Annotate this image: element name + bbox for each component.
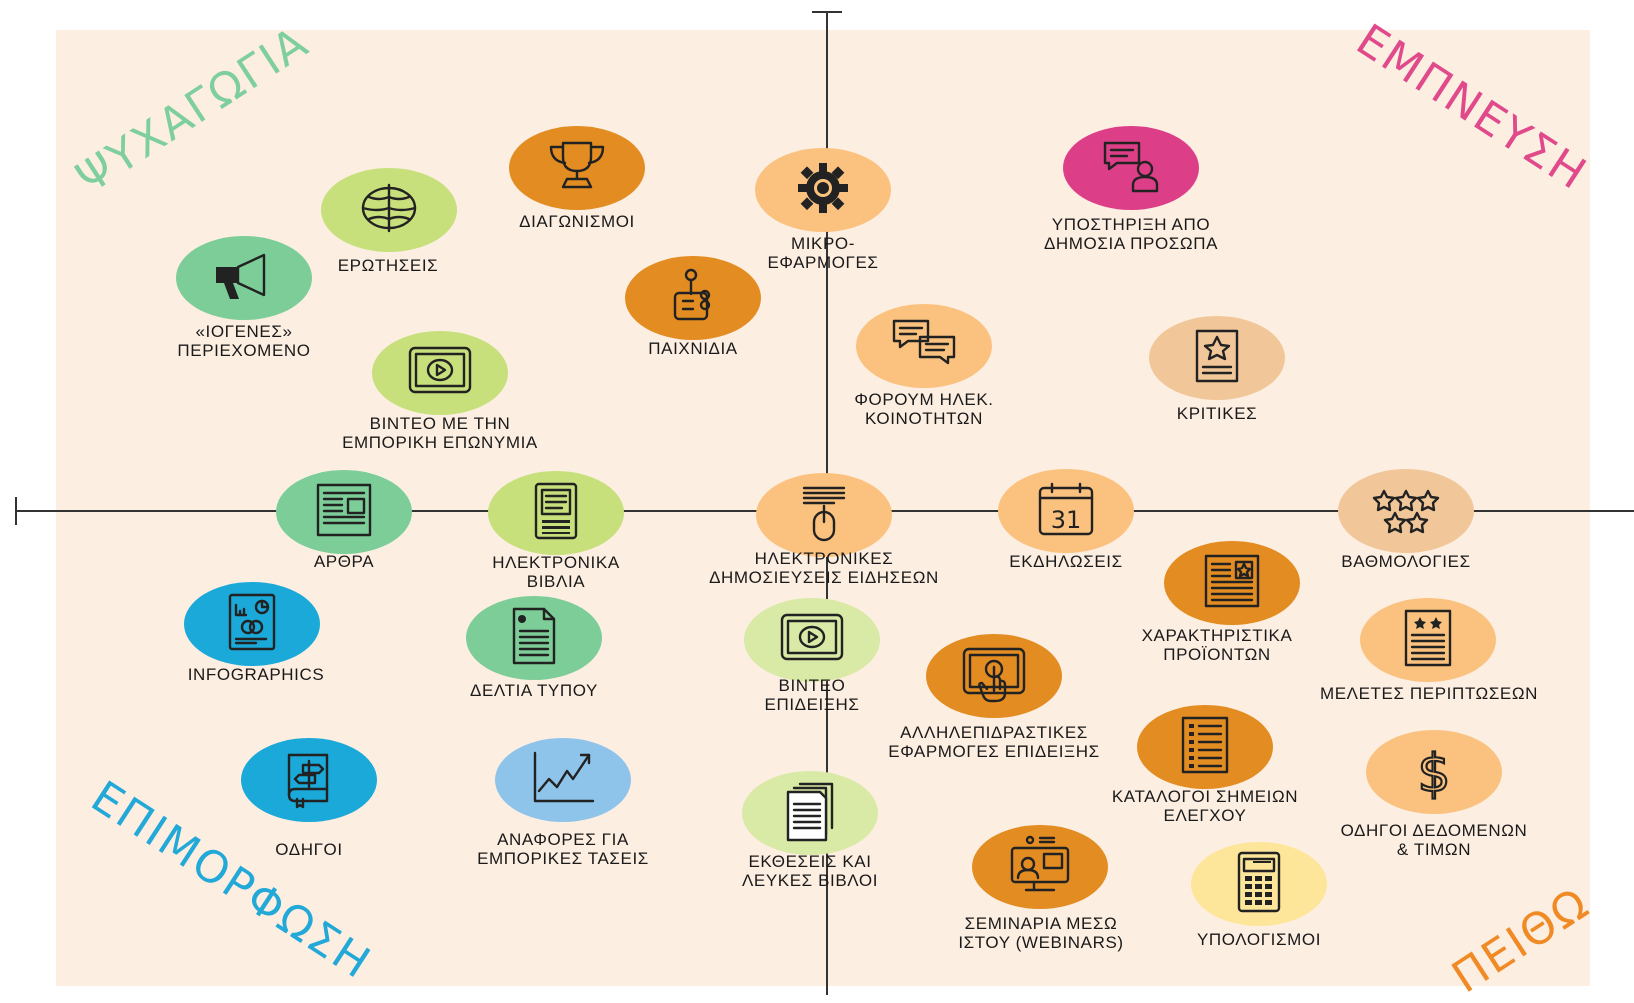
item-circle-xaraktiristika	[1164, 541, 1300, 625]
svg-text:31: 31	[1051, 506, 1082, 534]
item-label-iogenes: «ΙΟΓΕΝΕΣ» ΠΕΡΙΕΧΟΜΕΝΟ	[177, 322, 311, 360]
item-circle-paixnidia	[625, 256, 761, 340]
documents-icon	[770, 780, 850, 847]
item-label-interactive: ΑΛΛΗΛΕΠΙΔΡΑΣΤΙΚΕΣ ΕΦΑΡΜΟΓΕΣ ΕΠΙΔΕΙΞΗΣ	[888, 723, 1100, 761]
item-circle-forum	[856, 304, 992, 388]
item-circle-ebooks	[488, 471, 624, 555]
joystick-icon	[653, 265, 733, 332]
item-circle-ypologismoi	[1191, 842, 1327, 926]
item-label-odigoi: ΟΔΗΓΟΙ	[275, 840, 343, 859]
item-label-meletes: ΜΕΛΕΤΕΣ ΠΕΡΙΠΤΩΣΕΩΝ	[1319, 684, 1539, 703]
item-circle-ektheseis	[742, 771, 878, 855]
item-circle-anafores	[495, 738, 631, 822]
item-label-arthra: ΑΡΘΡΑ	[313, 552, 375, 571]
item-label-webinars: ΣΕΜΙΝΑΡΙΑ ΜΕΣΩ ΙΣΤΟΥ (WEBINARS)	[958, 914, 1124, 952]
case-study-icon	[1388, 607, 1468, 674]
item-label-infographics: INFOGRAPHICS	[187, 665, 325, 684]
item-label-erotiseis: ΕΡΩΤΗΣΕΙΣ	[337, 256, 439, 275]
horizontal-axis-cap	[15, 497, 17, 525]
item-circle-infographics	[184, 582, 320, 666]
item-label-video_brand: ΒΙΝΤΕΟ ΜΕ ΤΗΝ ΕΜΠΟΡΙΚΗ ΕΠΩΝΥΜΙΑ	[342, 414, 538, 452]
item-label-ebooks: ΗΛΕΚΤΡΟΝΙΚΑ ΒΙΒΛΙΑ	[492, 553, 620, 591]
item-circle-kritikes	[1149, 316, 1285, 400]
trend-chart-icon	[523, 747, 603, 814]
item-circle-deltia	[466, 596, 602, 680]
calendar-icon: 31	[1026, 478, 1106, 545]
item-label-ekdiloseis: ΕΚΔΗΛΩΣΕΙΣ	[1009, 552, 1123, 571]
item-circle-odigoi	[241, 738, 377, 822]
speech-person-icon	[1091, 135, 1171, 202]
item-circle-vathmologies	[1338, 469, 1474, 553]
product-sheet-icon	[1192, 550, 1272, 617]
item-circle-arthra	[276, 470, 412, 554]
item-circle-video_demo	[744, 598, 880, 682]
item-label-katalogoi: ΚΑΤΑΛΟΓΟΙ ΣΗΜΕΙΩΝ ΕΛΕΓΧΟΥ	[1111, 787, 1299, 825]
item-circle-meletes	[1360, 598, 1496, 682]
item-circle-erotiseis	[321, 168, 457, 252]
item-circle-odigoi_timon: $	[1366, 730, 1502, 814]
stars-icon	[1366, 478, 1446, 545]
checklist-icon	[1165, 714, 1245, 781]
newspaper-icon	[304, 479, 384, 546]
ereader-icon	[516, 480, 596, 547]
item-label-vathmologies: ΒΑΘΜΟΛΟΓΙΕΣ	[1341, 552, 1471, 571]
video-screen-icon	[772, 607, 852, 674]
item-circle-diagonismoi	[509, 126, 645, 210]
press-release-icon	[494, 605, 574, 672]
gear-icon	[783, 157, 863, 224]
item-circle-webinars	[972, 825, 1108, 909]
item-label-ypostirixi: ΥΠΟΣΤΗΡΙΞΗ ΑΠΟ ΔΗΜΟΣΙΑ ΠΡΟΣΩΠΑ	[1043, 215, 1219, 253]
megaphone-icon	[204, 245, 284, 312]
item-circle-video_brand	[372, 331, 508, 415]
item-label-anafores: ΑΝΑΦΟΡΕΣ ΓΙΑ ΕΜΠΟΡΙΚΕΣ ΤΑΣΕΙΣ	[477, 830, 649, 868]
trophy-icon	[537, 135, 617, 202]
video-screen-icon	[400, 340, 480, 407]
infographic-icon	[212, 591, 292, 658]
chat-bubbles-icon	[884, 313, 964, 380]
guide-book-icon	[269, 747, 349, 814]
svg-text:$: $	[1417, 744, 1450, 801]
item-circle-ypostirixi	[1063, 126, 1199, 210]
item-circle-interactive	[926, 634, 1062, 718]
mouse-icon	[784, 482, 864, 549]
item-circle-newsletters	[756, 473, 892, 557]
dollar-icon: $	[1394, 739, 1474, 806]
item-label-paixnidia: ΠΑΙΧΝΙΔΙΑ	[648, 339, 738, 358]
item-circle-ekdiloseis: 31	[998, 469, 1134, 553]
item-label-ypologismoi: ΥΠΟΛΟΓΙΣΜΟΙ	[1196, 930, 1322, 949]
item-label-ektheseis: ΕΚΘΕΣΕΙΣ ΚΑΙ ΛΕΥΚΕΣ ΒΙΒΛΟΙ	[741, 852, 879, 890]
item-circle-iogenes	[176, 236, 312, 320]
webinar-icon	[1000, 834, 1080, 901]
item-circle-katalogoi	[1137, 705, 1273, 789]
touch-screen-icon	[954, 643, 1034, 710]
item-label-deltia: ΔΕΛΤΙΑ ΤΥΠΟΥ	[470, 681, 598, 700]
item-label-odigoi_timon: ΟΔΗΓΟΙ ΔΕΔΟΜΕΝΩΝ & ΤΙΜΩΝ	[1340, 821, 1528, 859]
brain-icon	[349, 177, 429, 244]
item-label-forum: ΦΟΡΟΥΜ ΗΛΕΚ. ΚΟΙΝΟΤΗΤΩΝ	[854, 390, 994, 428]
review-doc-icon	[1177, 325, 1257, 392]
item-label-kritikes: ΚΡΙΤΙΚΕΣ	[1176, 404, 1258, 423]
item-label-xaraktiristika: ΧΑΡΑΚΤΗΡΙΣΤΙΚΑ ΠΡΟΪΟΝΤΩΝ	[1141, 626, 1293, 664]
item-label-video_demo: ΒΙΝΤΕΟ ΕΠΙΔΕΙΞΗΣ	[764, 676, 860, 714]
item-label-newsletters: ΗΛΕΚΤΡΟΝΙΚΕΣ ΔΗΜΟΣΙΕΥΣΕΙΣ ΕΙΔΗΣΕΩΝ	[709, 549, 939, 587]
item-label-diagonismoi: ΔΙΑΓΩΝΙΣΜΟΙ	[519, 212, 635, 231]
calculator-icon	[1219, 851, 1299, 918]
item-circle-mikroefarmoges	[755, 148, 891, 232]
item-label-mikroefarmoges: ΜΙΚΡΟ- ΕΦΑΡΜΟΓΕΣ	[767, 234, 879, 272]
vertical-axis-cap	[812, 11, 842, 13]
